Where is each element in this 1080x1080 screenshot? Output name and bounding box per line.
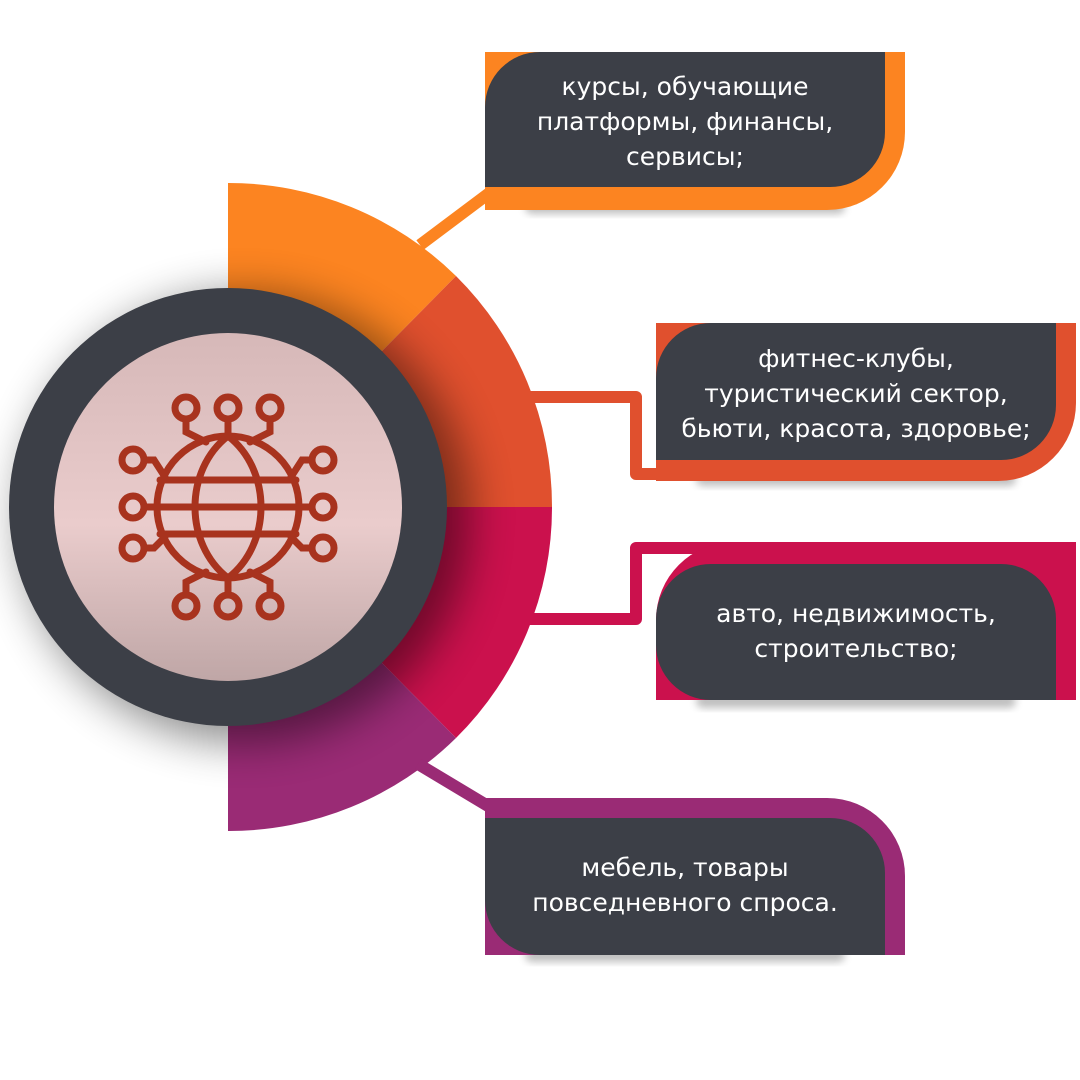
box-4-fill [485,818,885,955]
item-box-2 [656,323,1076,486]
globe-network-icon [118,393,338,621]
item-text-1: курсы, обучающие платформы, финансы, сер… [536,71,834,171]
item-text-4: мебель, товары повседневного спроса. [532,853,838,917]
box-3-fill [656,564,1056,700]
box-1-fill [485,52,885,187]
item-box-1 [485,52,905,214]
item-text-3: авто, недвижимость, строительство; [716,599,996,663]
box-2-fill [656,323,1056,460]
item-box-3 [656,542,1076,708]
item-text-2: фитнес-клубы, туристический сектор, бьют… [681,343,1031,443]
item-box-4 [485,798,905,962]
